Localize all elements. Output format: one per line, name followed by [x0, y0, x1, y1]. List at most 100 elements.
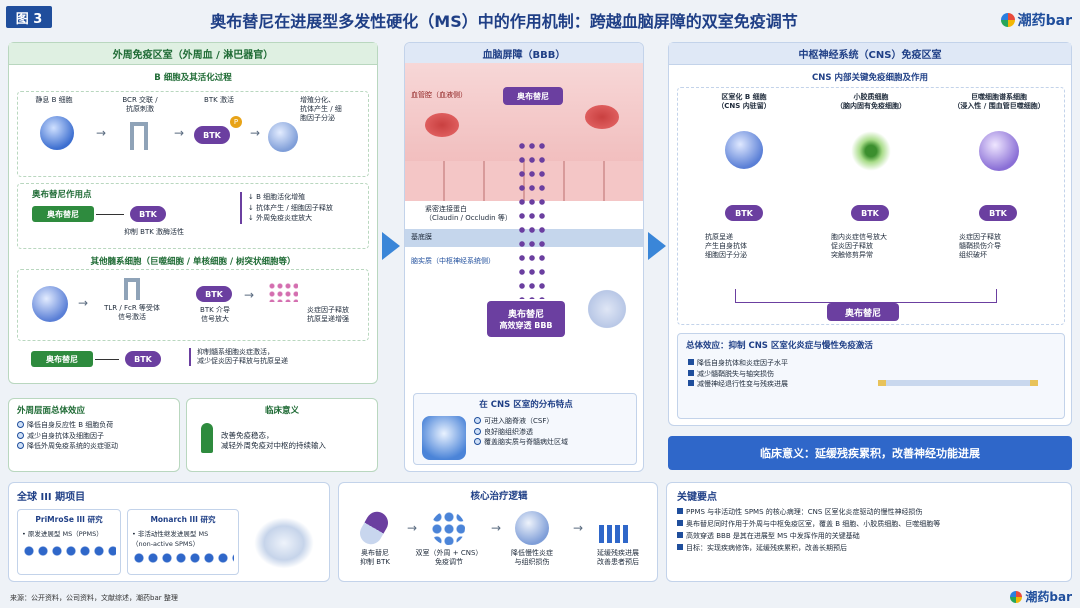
- cell-icon: [515, 511, 549, 545]
- key-points-panel: 关键要点 PPMS 与非活动性 SPMS 的核心病理：CNS 区室化炎症驱动的慢…: [666, 482, 1072, 582]
- cns-overall-box: 总体效应：抑制 CNS 区室化炎症与慢性免疫激活 降低自身抗体和炎症因子水平 减…: [677, 333, 1065, 419]
- logic-title: 核心治疗逻辑: [470, 491, 528, 502]
- btk-node: BTK: [194, 126, 230, 144]
- trial1-desc: • 原发进展型 MS（PPMS）: [22, 530, 103, 538]
- network-icon: [431, 511, 465, 545]
- check-icon: [474, 438, 481, 445]
- people-icon: [22, 544, 116, 558]
- overall-title: 外周层面总体效应: [17, 406, 86, 416]
- people-icon: [132, 552, 234, 564]
- flow-arrow-icon: [382, 232, 400, 260]
- check-icon: [474, 417, 481, 424]
- action-title: 奥布替尼作用点: [32, 190, 92, 200]
- receptor-icon: [130, 122, 148, 150]
- check-icon: [17, 431, 24, 439]
- clinical-title: 临床意义: [264, 406, 299, 416]
- capsule-icon: [355, 507, 393, 549]
- parenchyma-label: 脑实质（中枢神经系统侧）: [411, 257, 495, 265]
- action-box: 奥布替尼作用点 奥布替尼 BTK 抑制 BTK 激酶活性 ↓ B 细胞活化增殖 …: [17, 183, 369, 249]
- inhibit-line: [96, 214, 124, 215]
- peripheral-panel: 外周免疫区室（外周血 / 淋巴器官） B 细胞及其活化过程 静息 B 细胞 → …: [8, 42, 378, 384]
- red-cell-icon: [585, 105, 619, 129]
- macrophage-effects: 炎症因子释放 髓鞘损伤介导 组织破坏: [959, 233, 1001, 260]
- cns-subtitle: CNS 内部关键免疫细胞及作用: [812, 73, 928, 83]
- bullet-icon: [688, 359, 694, 365]
- distribution-list: 可进入脑脊液（CSF） 良好脑组织渗透 覆盖脑实质与脊髓病灶区域: [474, 416, 568, 448]
- membrane-label: 基底膜: [411, 233, 432, 241]
- key-list: PPMS 与非活动性 SPMS 的核心病理：CNS 区室化炎症驱动的慢性神经损伤…: [677, 507, 1061, 555]
- btk-node: BTK: [725, 205, 763, 221]
- brain-scan-icon: [422, 416, 466, 460]
- myeloid-box: → TLR / FcR 等受体 信号激活 BTK BTK 介导 信号放大 → 炎…: [17, 269, 369, 341]
- red-cell-icon: [425, 113, 459, 137]
- source-note: 来源：公开资料，公司资料，文献综述，潮药bar 整理: [10, 594, 178, 602]
- clinical-text: 改善免疫稳态， 减轻外周免疫对中枢的持续输入: [221, 431, 326, 450]
- logic-step-4: 延缓残疾进展 改善患者预后: [597, 549, 639, 567]
- arrow-icon: →: [78, 296, 89, 310]
- neuron-icon: [858, 358, 1058, 408]
- figure-tag: 图 3: [6, 6, 52, 28]
- cns-panel: 中枢神经系统（CNS）免疫区室 CNS 内部关键免疫细胞及作用 区室化 B 细胞…: [668, 42, 1072, 426]
- bullet-icon: [677, 543, 683, 550]
- proliferation-icon: [268, 122, 298, 152]
- step-resting: 静息 B 细胞: [35, 96, 73, 104]
- logic-step-3: 降低慢性炎症 与组织损伤: [511, 549, 553, 567]
- distribution-title: 在 CNS 区室的分布特点: [479, 400, 573, 410]
- bullet-icon: [688, 369, 694, 376]
- cns-cells-box: [677, 87, 1065, 325]
- logo-icon: [1010, 590, 1023, 603]
- bullet-icon: [677, 531, 683, 538]
- inhibit-bracket: [735, 289, 997, 303]
- cns-overall-title: 总体效应：抑制 CNS 区室化炎症与慢性免疫激活: [686, 341, 873, 351]
- bullet-icon: [677, 519, 683, 526]
- check-icon: [17, 442, 24, 449]
- cns-col-macrophage: 巨噬细胞谱系细胞 （浸入性 / 围血管巨噬细胞） BTK 炎症因子释放 髓鞘损伤…: [937, 93, 1061, 313]
- btk-node: BTK: [979, 205, 1017, 221]
- step-btk: BTK 激活: [204, 96, 234, 104]
- drug-label: 奥布替尼: [827, 303, 899, 321]
- bbb-title: 血脑屏障（BBB）: [405, 43, 643, 65]
- key-title: 关键要点: [677, 492, 717, 503]
- drug-penetration-box: 奥布替尼 高效穿透 BBB: [487, 301, 565, 337]
- drug-label: 奥布替尼: [32, 206, 94, 222]
- step-proliferate: 增殖分化、 抗体产生 / 细 胞因子分泌: [300, 96, 342, 123]
- arrow-icon: →: [573, 521, 584, 535]
- trial-card-monarch: Monarch III 研究 • 非活动性继发进展型 MS （non-activ…: [127, 509, 239, 575]
- myeloid-title: 其他髓系细胞（巨噬细胞 / 单核细胞 / 树突状细胞等）: [90, 257, 296, 267]
- logic-step-2: 双室（外周 + CNS） 免疫调节: [415, 549, 483, 567]
- bullet-icon: [677, 508, 683, 514]
- inhibit-line: [95, 359, 119, 360]
- btk-node: BTK: [130, 206, 166, 222]
- drug-label: 奥布替尼: [31, 351, 93, 367]
- b-cell-icon: [725, 131, 763, 169]
- btk-node: BTK: [196, 286, 232, 302]
- microglia-effects: 胞内炎症信号放大 促炎因子释放 突触修剪异常: [831, 233, 887, 260]
- check-icon: [474, 427, 481, 435]
- myeloid-cell-icon: [32, 286, 68, 322]
- cns-clinical-banner: 临床意义：延缓残疾累积，改善神经功能进展: [668, 436, 1072, 470]
- arrow-icon: →: [96, 126, 107, 140]
- peripheral-clinical: 临床意义 改善免疫稳态， 减轻外周免疫对中枢的持续输入: [186, 398, 378, 472]
- arrow-icon: →: [174, 126, 185, 140]
- lumen-label: 血管腔（血液侧）: [411, 91, 467, 99]
- logo-icon: [1000, 13, 1015, 27]
- cns-overall-list: 降低自身抗体和炎症因子水平 减少髓鞘脱失与轴突损伤 减慢神经退行性变与残疾进展: [688, 358, 788, 390]
- myeloid-step-tlr: TLR / FcR 等受体 信号激活: [104, 304, 160, 322]
- bcell-process: 静息 B 细胞 → BCR 交联 / 抗原刺激 → BTK 激活 BTK P →…: [17, 91, 369, 177]
- step-bcr: BCR 交联 / 抗原刺激: [122, 96, 158, 114]
- arrow-icon: →: [407, 521, 418, 535]
- b-cell-icon: [40, 116, 74, 150]
- person-icon: [201, 423, 213, 453]
- myeloid-step-release: 炎症因子释放 抗原呈递增强: [307, 306, 349, 324]
- bbb-panel: 血脑屏障（BBB） 血管腔（血液侧） 奥布替尼 紧密连接蛋白 （Claudin …: [404, 42, 644, 472]
- peripheral-title: 外周免疫区室（外周血 / 淋巴器官）: [9, 43, 377, 65]
- drug-particles: [517, 139, 547, 299]
- check-icon: [17, 421, 24, 428]
- receptor-icon: [124, 278, 140, 300]
- drug-label: 奥布替尼: [503, 87, 563, 105]
- distribution-box: 在 CNS 区室的分布特点 可进入脑脊液（CSF） 良好脑组织渗透 覆盖脑实质与…: [413, 393, 637, 465]
- arrow-icon: →: [491, 521, 502, 535]
- macrophage-icon: [979, 131, 1019, 171]
- myeloid-effect: 抑制髓系细胞炎症激活， 减少促炎因子释放与抗原呈递: [189, 348, 359, 367]
- cytokine-icon: [268, 282, 298, 302]
